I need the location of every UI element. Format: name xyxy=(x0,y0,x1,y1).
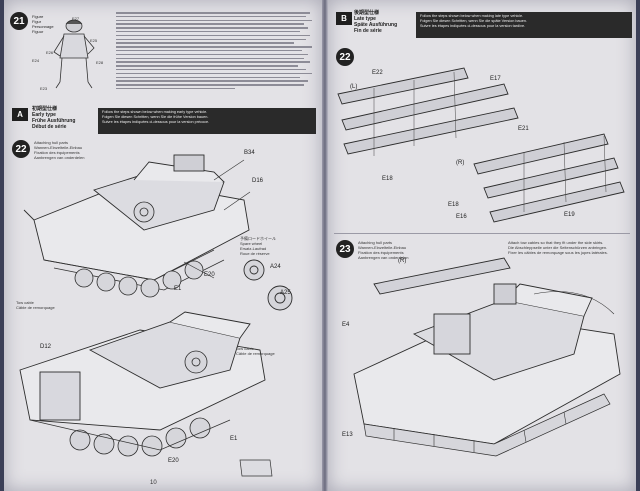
callout-line: Câble de remorquage xyxy=(236,351,275,356)
part-label: E20 xyxy=(204,272,215,278)
figure-label: Figur xyxy=(32,19,42,24)
section-b-titles: 後期型仕様 Late type Späte Ausführung Fin de … xyxy=(354,10,397,34)
spare-wheel-drawing xyxy=(243,259,293,311)
part-label: E18 xyxy=(448,202,459,208)
left-instruction-page: 21 Figure Figur Personnage Figuur E27 E2… xyxy=(4,0,322,491)
part-label: D12 xyxy=(40,344,52,350)
step-title: Aanbrengen van onderdelen xyxy=(34,155,85,160)
instruction-line: Follow the steps shown below when making… xyxy=(420,14,524,18)
part-label: A25 xyxy=(280,290,291,296)
note-line: Fixer les câbles de remorquage sous les … xyxy=(508,250,608,255)
section-a-instructions: Follow the steps shown below when making… xyxy=(102,110,209,125)
book-spine xyxy=(322,0,328,491)
step-23-badge: 23 xyxy=(336,240,354,258)
figure-label: Figuur xyxy=(32,29,44,34)
section-b-instructions: Follow the steps shown below when making… xyxy=(420,14,527,29)
note-line: Ersatz-Laufrad xyxy=(240,246,267,251)
callout-line: Tow cable xyxy=(236,346,254,351)
step-title: Wannen-Einzelteile-Einbau xyxy=(358,245,407,250)
step-title: Fixation des équipements xyxy=(34,150,80,155)
part-label: A24 xyxy=(270,264,281,270)
page-number: 10 xyxy=(150,480,157,486)
section-b-title: Late type xyxy=(354,16,376,22)
late-tank-assembly-drawing xyxy=(353,257,621,457)
side-marker: (L) xyxy=(350,84,358,90)
instruction-line: Suivre les étapes indiquées ci-dessous p… xyxy=(420,24,526,28)
step-title: Attaching hull parts xyxy=(34,140,69,145)
crew-figure-drawing xyxy=(53,19,95,89)
step-22-badge: 22 xyxy=(12,140,30,158)
callout-line: Tow cable xyxy=(16,300,34,305)
part-label: E21 xyxy=(518,126,529,132)
part-label: E4 xyxy=(342,322,350,328)
note-line: 予備ロードホイール xyxy=(240,236,276,241)
section-b-marker: B xyxy=(336,12,352,25)
part-label: E26 xyxy=(46,50,54,55)
part-label: E13 xyxy=(342,432,353,438)
figure-label-group: Figure Figur Personnage Figuur xyxy=(32,14,54,34)
note-line: Roue de réserve xyxy=(240,251,270,256)
part-label: E18 xyxy=(382,176,393,182)
part-label: E20 xyxy=(168,458,179,464)
part-label: E25 xyxy=(90,38,98,43)
section-a-titles: 初期型仕様 Early type Frühe Ausführung Début … xyxy=(32,106,75,130)
note-line: Die Abschleppseile unter die Seitenschür… xyxy=(508,245,608,250)
part-label: E24 xyxy=(32,58,40,63)
part-label: E1 xyxy=(174,286,182,292)
section-divider xyxy=(334,233,630,234)
instruction-line: Follow the steps shown below when making… xyxy=(102,110,208,114)
section-b-instruction-bar xyxy=(416,12,632,38)
section-a-instruction-bar xyxy=(98,108,316,134)
section-a-title: Early type xyxy=(32,112,56,118)
part-label: E22 xyxy=(372,70,383,76)
figure-label: Personnage xyxy=(32,24,54,29)
part-label: E28 xyxy=(96,60,104,65)
section-a-marker: A xyxy=(12,108,28,121)
part-label: E23 xyxy=(40,86,48,91)
figure-label: Figure xyxy=(32,14,44,19)
part-label: E16 xyxy=(456,214,467,220)
step-21-badge: 21 xyxy=(10,12,28,30)
step-22-late-badge: 22 xyxy=(336,48,354,66)
step-title: Wannen-Einzelteile-Einbau xyxy=(34,145,83,150)
instruction-line: Folgen Sie diesen Schritten, wenn Sie di… xyxy=(420,19,528,23)
side-marker: (R) xyxy=(398,258,407,264)
section-a-heading-jp: 初期型仕様 xyxy=(32,106,58,112)
part-label: B34 xyxy=(244,150,255,156)
tow-cable-callout-left: Tow cable Câble de remorquage xyxy=(16,300,55,310)
section-a-title: Frühe Ausführung xyxy=(32,118,76,124)
paragraph-text-block xyxy=(116,12,314,92)
part-label: E27 xyxy=(72,16,80,21)
right-instruction-page: B 後期型仕様 Late type Späte Ausführung Fin d… xyxy=(328,0,636,491)
callout-line: Câble de remorquage xyxy=(16,305,55,310)
step-23-note: Attach tow cables so that they fit under… xyxy=(508,240,608,255)
step-23-titles: Attaching hull parts Wannen-Einzelteile-… xyxy=(358,240,409,260)
part-label: D16 xyxy=(252,178,264,184)
instruction-line: Folgen Sie diesen Schritten, wenn Sie di… xyxy=(102,115,209,119)
section-a-title: Début de série xyxy=(32,124,67,130)
note-line: Attach tow cables so that they fit under… xyxy=(508,240,604,245)
lower-tank-assembly-drawing xyxy=(19,311,273,477)
part-label: E19 xyxy=(564,212,575,218)
note-line: Spare wheel xyxy=(240,241,263,246)
part-label: E1 xyxy=(230,436,238,442)
instruction-line: Suivre les étapes indiquées ci-dessous p… xyxy=(102,120,210,124)
tow-cable-callout-right: Tow cable Câble de remorquage xyxy=(236,346,275,356)
spare-wheel-note: 予備ロードホイール Spare wheel Ersatz-Laufrad Rou… xyxy=(240,236,276,256)
step-22-titles: Attaching hull parts Wannen-Einzelteile-… xyxy=(34,140,85,160)
side-marker: (R) xyxy=(456,160,465,166)
side-skirt-fenders-drawing xyxy=(337,67,625,223)
section-b-heading-jp: 後期型仕様 xyxy=(354,10,380,16)
upper-tank-assembly-drawing xyxy=(23,154,251,298)
step-title: Fixation des équipements xyxy=(358,250,404,255)
section-b-title: Fin de série xyxy=(354,28,382,34)
step-title: Aanbrengen van onderdelen xyxy=(358,255,409,260)
step-title: Attaching hull parts xyxy=(358,240,393,245)
part-label: E17 xyxy=(490,76,501,82)
section-b-title: Späte Ausführung xyxy=(354,22,398,28)
